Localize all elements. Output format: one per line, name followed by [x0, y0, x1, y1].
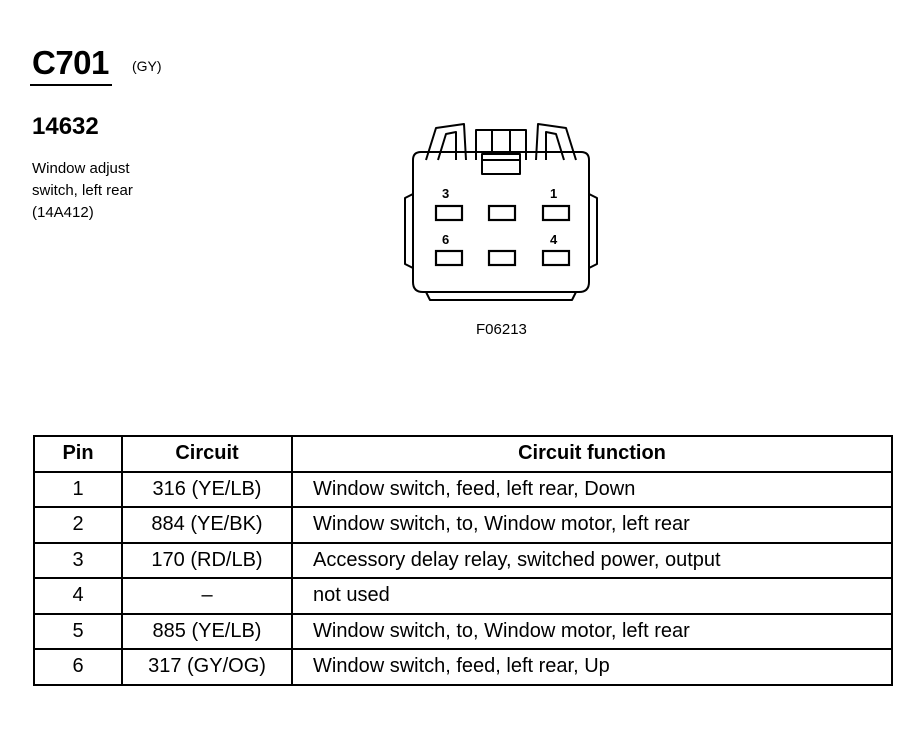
terminal-4	[541, 249, 571, 267]
cell-circuit: 884 (YE/BK)	[121, 506, 293, 544]
title-underline	[30, 84, 112, 86]
cell-circuit: –	[121, 577, 293, 615]
header-function: Circuit function	[291, 435, 893, 473]
table-row: 4 – not used	[33, 577, 893, 615]
terminal-5	[487, 249, 517, 267]
cell-circuit: 170 (RD/LB)	[121, 541, 293, 579]
cell-pin: 2	[33, 506, 123, 544]
description-line-2: switch, left rear	[32, 182, 133, 199]
table-row: 1 316 (YE/LB) Window switch, feed, left …	[33, 470, 893, 508]
pin-label-3: 3	[442, 186, 449, 201]
part-number: 14632	[32, 113, 99, 140]
cell-function: Window switch, to, Window motor, left re…	[291, 612, 893, 650]
cell-function: not used	[291, 577, 893, 615]
cell-function: Window switch, feed, left rear, Up	[291, 648, 893, 686]
table-row: 5 885 (YE/LB) Window switch, to, Window …	[33, 612, 893, 650]
connector-color: (GY)	[132, 58, 162, 74]
cell-pin: 1	[33, 470, 123, 508]
cell-function: Accessory delay relay, switched power, o…	[291, 541, 893, 579]
connector-id: C701	[32, 44, 109, 81]
pin-table: Pin Circuit Circuit function 1 316 (YE/L…	[33, 435, 893, 686]
description-line-1: Window adjust	[32, 160, 130, 177]
cell-circuit: 885 (YE/LB)	[121, 612, 293, 650]
cell-pin: 4	[33, 577, 123, 615]
table-row: 6 317 (GY/OG) Window switch, feed, left …	[33, 648, 893, 686]
table-row: 3 170 (RD/LB) Accessory delay relay, swi…	[33, 541, 893, 579]
figure-code: F06213	[476, 321, 527, 338]
terminal-1	[541, 204, 571, 222]
cell-circuit: 317 (GY/OG)	[121, 648, 293, 686]
description-line-3: (14A412)	[32, 204, 94, 221]
connector-face-drawing: 3 1 6 4	[404, 123, 598, 301]
terminal-6	[434, 249, 464, 267]
table-header-row: Pin Circuit Circuit function	[33, 435, 893, 473]
pin-label-4: 4	[550, 232, 558, 247]
header-circuit: Circuit	[121, 435, 293, 473]
terminal-3	[434, 204, 464, 222]
cell-circuit: 316 (YE/LB)	[121, 470, 293, 508]
pin-label-1: 1	[550, 186, 557, 201]
cell-function: Window switch, feed, left rear, Down	[291, 470, 893, 508]
cell-function: Window switch, to, Window motor, left re…	[291, 506, 893, 544]
cell-pin: 5	[33, 612, 123, 650]
table-row: 2 884 (YE/BK) Window switch, to, Window …	[33, 506, 893, 544]
cell-pin: 6	[33, 648, 123, 686]
pin-label-6: 6	[442, 232, 449, 247]
cell-pin: 3	[33, 541, 123, 579]
terminal-2	[487, 204, 517, 222]
header-pin: Pin	[33, 435, 123, 473]
